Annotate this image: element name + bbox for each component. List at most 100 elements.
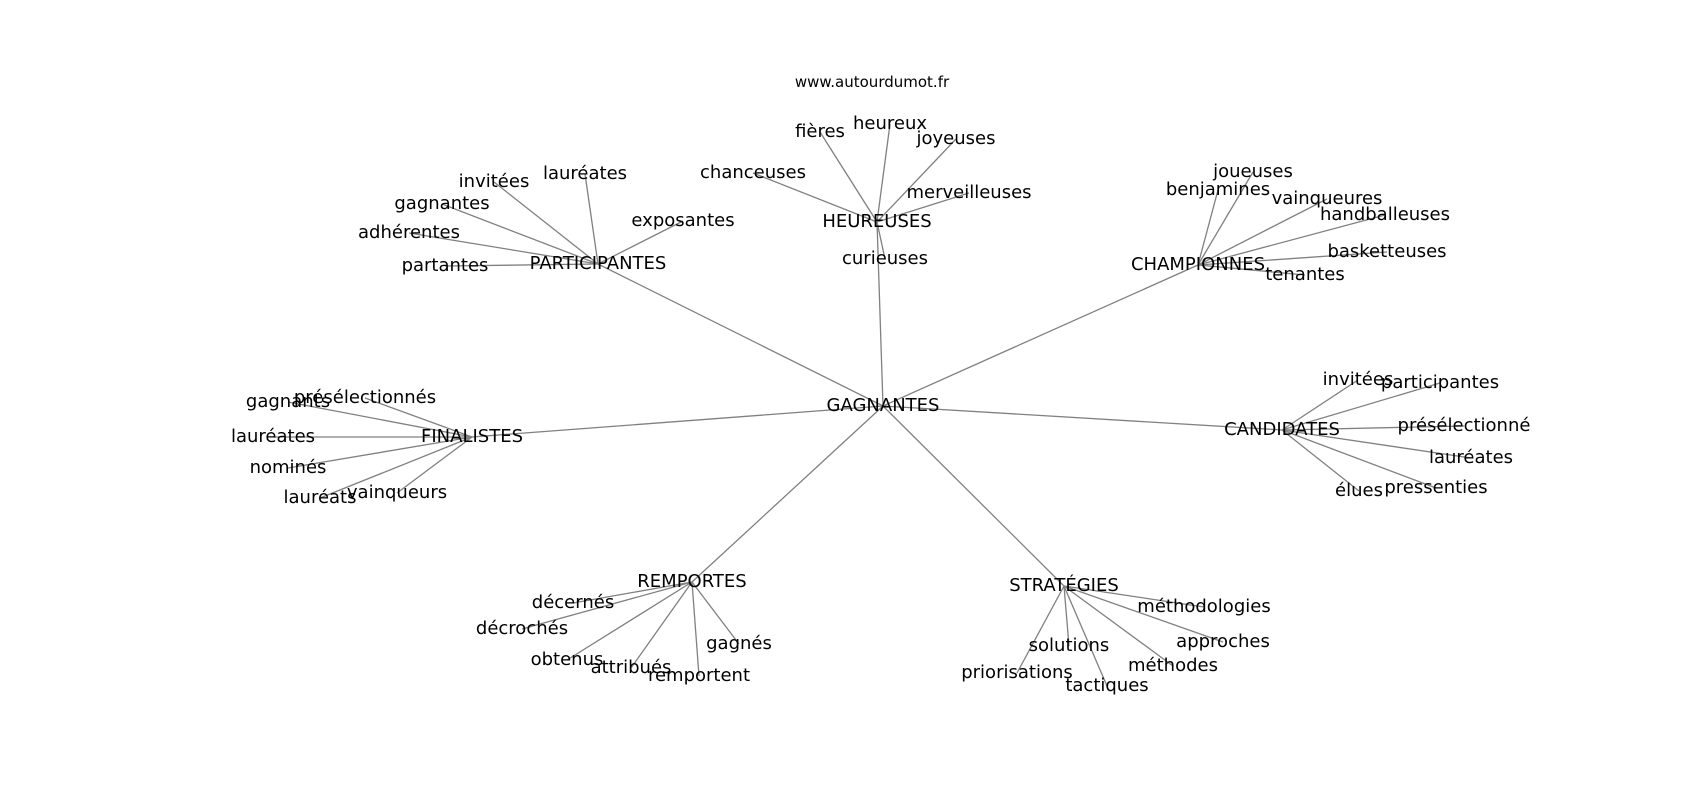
edge-hub-to-word: [396, 436, 473, 494]
word-node-label: nominés: [250, 457, 327, 478]
word-node-label: gagnantes: [394, 193, 489, 214]
edge-hub-to-word: [1063, 585, 1108, 687]
word-node-label: partantes: [402, 255, 489, 276]
edge-hub-to-word: [1281, 429, 1360, 492]
edge-hub-to-word: [691, 581, 740, 645]
word-node-label: benjamines: [1166, 179, 1270, 200]
word-node-label: présélectionnés: [294, 387, 436, 408]
word-node-label: pressenties: [1384, 477, 1487, 498]
word-node-label: lauréates: [543, 163, 627, 184]
word-node-label: invitées: [459, 171, 530, 192]
edge-hub-to-word: [1197, 251, 1388, 266]
edge-hub-to-word: [876, 138, 957, 223]
edge-center-to-hub: [882, 405, 1283, 431]
word-node-label: vainqueures: [1272, 188, 1383, 209]
hub-node-label: STRATÉGIES: [1009, 574, 1119, 596]
word-node-label: méthodes: [1128, 655, 1218, 676]
word-node-label: heureux: [853, 113, 927, 134]
word-node-label: attribués: [591, 657, 672, 678]
edge-hub-to-word: [1197, 189, 1219, 266]
edge-center-to-hub: [691, 405, 884, 583]
edge-center-to-hub: [882, 405, 1065, 587]
edge-hub-to-word: [1063, 585, 1224, 643]
word-node-label: exposantes: [631, 210, 734, 231]
word-node-label: tactiques: [1065, 675, 1148, 696]
word-node-label: joueuses: [1212, 161, 1293, 182]
edge-hub-to-word: [1197, 264, 1306, 276]
word-node-label: gagnés: [706, 633, 772, 654]
edge-hub-to-word: [1063, 585, 1070, 647]
word-node-label: lauréates: [1429, 447, 1513, 468]
word-node-label: gagnants: [246, 391, 330, 412]
hub-node-label: REMPORTES: [637, 571, 746, 592]
edge-hub-to-word: [287, 436, 473, 469]
edge-center-to-hub: [882, 264, 1199, 407]
word-node-label: invitées: [1323, 369, 1394, 390]
word-node-label: fières: [795, 121, 845, 142]
word-node-label: vainqueurs: [347, 482, 447, 503]
word-node-label: curieuses: [842, 248, 928, 269]
word-node-label: participantes: [1381, 372, 1499, 393]
word-node-label: adhérentes: [358, 222, 460, 243]
edge-hub-to-word: [876, 192, 970, 223]
edge-hub-to-word: [408, 232, 599, 265]
graph-labels: GAGNANTES PARTICIPANTES invitées lauréates g…: [231, 113, 1530, 696]
edge-hub-to-word: [1063, 585, 1205, 608]
word-node-label: obtenus: [531, 649, 604, 670]
hub-node-label: CHAMPIONNES: [1131, 254, 1265, 275]
edge-hub-to-word: [441, 203, 599, 265]
edge-hub-to-word: [1281, 379, 1359, 431]
edge-hub-to-word: [1281, 382, 1441, 431]
word-node-label: solutions: [1029, 635, 1110, 656]
word-node-label: merveilleuses: [906, 182, 1031, 203]
edge-hub-to-word: [819, 131, 878, 223]
edge-hub-to-word: [1063, 585, 1174, 667]
word-node-label: tenantes: [1265, 264, 1345, 285]
edge-center-to-hub: [876, 221, 884, 407]
edge-hub-to-word: [1281, 429, 1437, 489]
word-node-label: priorisations: [961, 662, 1073, 683]
word-node-label: chanceuses: [700, 162, 806, 183]
edge-hub-to-word: [566, 581, 693, 661]
edge-hub-to-word: [597, 220, 684, 265]
source-label: www.autourdumot.fr: [795, 73, 950, 91]
edge-hub-to-word: [572, 581, 693, 604]
graph-edges: [273, 123, 1472, 687]
edge-hub-to-word: [1281, 429, 1472, 459]
hub-node-label: FINALISTES: [421, 426, 523, 447]
edge-hub-to-word: [493, 181, 599, 265]
edge-hub-to-word: [444, 263, 599, 267]
word-node-label: méthodologies: [1137, 596, 1270, 617]
edge-hub-to-word: [319, 436, 473, 499]
word-node-label: basketteuses: [1327, 241, 1446, 262]
word-node-label: lauréats: [284, 487, 357, 508]
edge-hub-to-word: [876, 221, 886, 260]
edge-hub-to-word: [691, 581, 700, 677]
edge-hub-to-word: [876, 123, 891, 223]
edge-hub-to-word: [752, 172, 878, 223]
edge-hub-to-word: [630, 581, 693, 669]
word-node-label: remportent: [648, 665, 750, 686]
edge-hub-to-word: [1197, 198, 1328, 266]
hub-node-label: CANDIDATES: [1224, 419, 1340, 440]
word-node-label: approches: [1176, 631, 1270, 652]
edge-hub-to-word: [1281, 425, 1465, 431]
edge-hub-to-word: [1197, 171, 1254, 266]
edge-center-to-hub: [597, 263, 884, 407]
word-node-label: présélectionné: [1398, 415, 1531, 436]
edge-hub-to-word: [1016, 585, 1065, 674]
edge-hub-to-word: [521, 581, 693, 630]
center-node-label: GAGNANTES: [827, 395, 940, 416]
word-node-label: joyeuses: [916, 128, 996, 149]
hub-node-label: PARTICIPANTES: [530, 253, 667, 274]
edge-hub-to-word: [1197, 214, 1386, 266]
hub-node-label: HEUREUSES: [822, 211, 931, 232]
word-node-label: handballeuses: [1320, 204, 1450, 225]
edge-hub-to-word: [584, 173, 599, 265]
word-node-label: lauréates: [231, 426, 315, 447]
word-node-label: élues: [1335, 480, 1383, 501]
edge-center-to-hub: [471, 405, 884, 438]
edge-hub-to-word: [364, 397, 473, 438]
word-node-label: décernés: [532, 592, 614, 613]
